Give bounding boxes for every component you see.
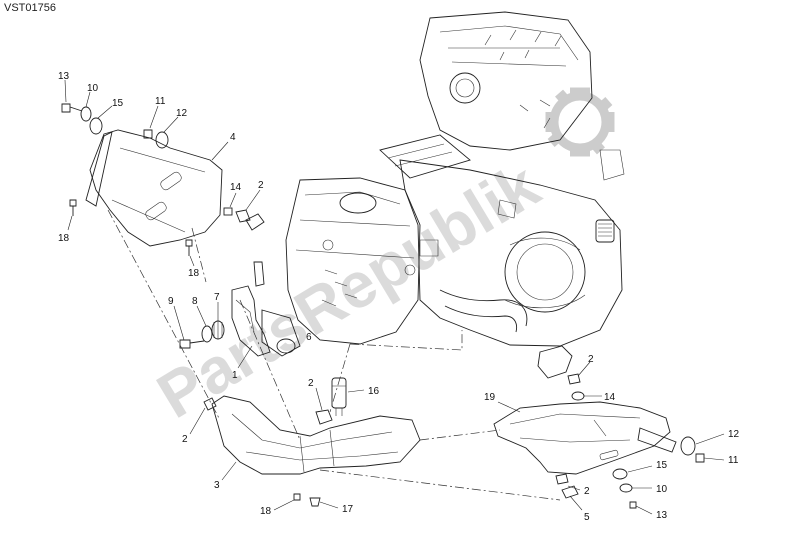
- callout-4: 4: [230, 132, 236, 143]
- bracket-right: [537, 345, 573, 379]
- callout-14: 14: [230, 182, 242, 193]
- callout-12: 12: [728, 429, 740, 440]
- callout-9: 9: [168, 296, 174, 307]
- hardware-parts: [61, 103, 705, 509]
- watermark-text: PartsRepublik: [145, 148, 551, 432]
- watermark: PartsRepublik: [145, 87, 615, 432]
- callout-13: 13: [656, 510, 668, 521]
- callout-2: 2: [584, 486, 590, 497]
- callout-2: 2: [182, 434, 188, 445]
- callout-7: 7: [214, 292, 220, 303]
- callout-15: 15: [112, 98, 124, 109]
- callout-labels: 13 10 15 11 12 4 14 2 18 18 9 8 7 6 1 2 …: [58, 71, 740, 523]
- gear-logo-icon: [545, 87, 615, 157]
- callout-3: 3: [214, 480, 220, 491]
- bracket-left: [231, 261, 271, 357]
- callout-18: 18: [260, 506, 272, 517]
- fairing-right: [493, 401, 677, 475]
- callout-15: 15: [656, 460, 668, 471]
- callout-5: 5: [584, 512, 590, 523]
- leader-lines: [64, 79, 725, 515]
- callout-8: 8: [192, 296, 198, 307]
- reference-lines: [107, 209, 561, 501]
- callout-19: 19: [484, 392, 496, 403]
- callout-11: 11: [728, 455, 739, 466]
- side-cover-left: [85, 129, 223, 247]
- callout-2: 2: [588, 354, 594, 365]
- callout-18: 18: [58, 233, 70, 244]
- callout-11: 11: [155, 96, 166, 107]
- callout-2: 2: [258, 180, 264, 191]
- belly-pan: [211, 395, 421, 475]
- drawing-code: VST01756: [4, 2, 56, 14]
- callout-6: 6: [306, 332, 312, 343]
- callout-13: 13: [58, 71, 70, 82]
- callout-17: 17: [342, 504, 354, 515]
- engine-assembly: [261, 11, 625, 357]
- callout-2: 2: [308, 378, 314, 389]
- callout-12: 12: [176, 108, 188, 119]
- callout-1: 1: [232, 370, 238, 381]
- callout-10: 10: [87, 83, 99, 94]
- callout-18: 18: [188, 268, 200, 279]
- callout-16: 16: [368, 386, 380, 397]
- callout-14: 14: [604, 392, 616, 403]
- callout-10: 10: [656, 484, 668, 495]
